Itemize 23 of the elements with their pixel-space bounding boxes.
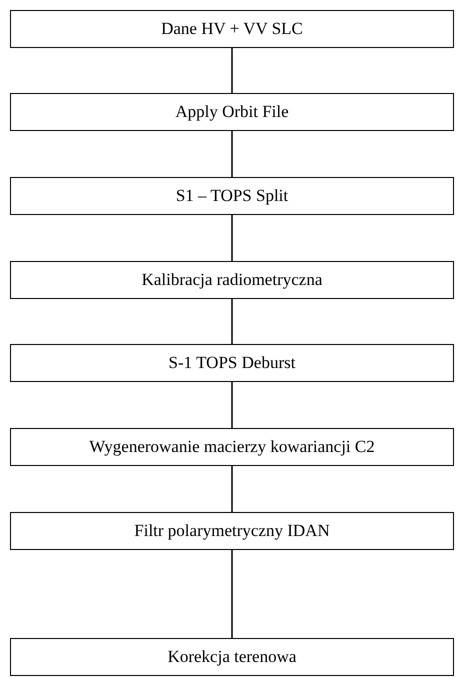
connector-line	[231, 550, 233, 638]
step-label: Dane HV + VV SLC	[161, 18, 303, 40]
connector-line	[231, 466, 233, 512]
connector-line	[231, 48, 233, 93]
step-label: Filtr polarymetryczny IDAN	[134, 520, 330, 542]
process-box	[10, 428, 454, 466]
step-label: S1 – TOPS Split	[176, 185, 288, 207]
connector-line	[231, 299, 233, 344]
process-box	[10, 93, 454, 131]
connector-line	[231, 215, 233, 261]
connector-line	[231, 131, 233, 177]
connector-line	[231, 382, 233, 428]
process-box	[10, 177, 454, 215]
process-box	[10, 638, 454, 676]
process-box	[10, 10, 454, 48]
step-label: Wygenerowanie macierzy kowariancji C2	[89, 436, 375, 458]
process-box	[10, 344, 454, 382]
process-box	[10, 261, 454, 299]
step-label: S-1 TOPS Deburst	[168, 352, 296, 374]
step-label: Apply Orbit File	[175, 101, 289, 123]
step-label: Kalibracja radiometryczna	[142, 269, 322, 291]
process-box	[10, 512, 454, 550]
step-label: Korekcja terenowa	[168, 646, 296, 668]
